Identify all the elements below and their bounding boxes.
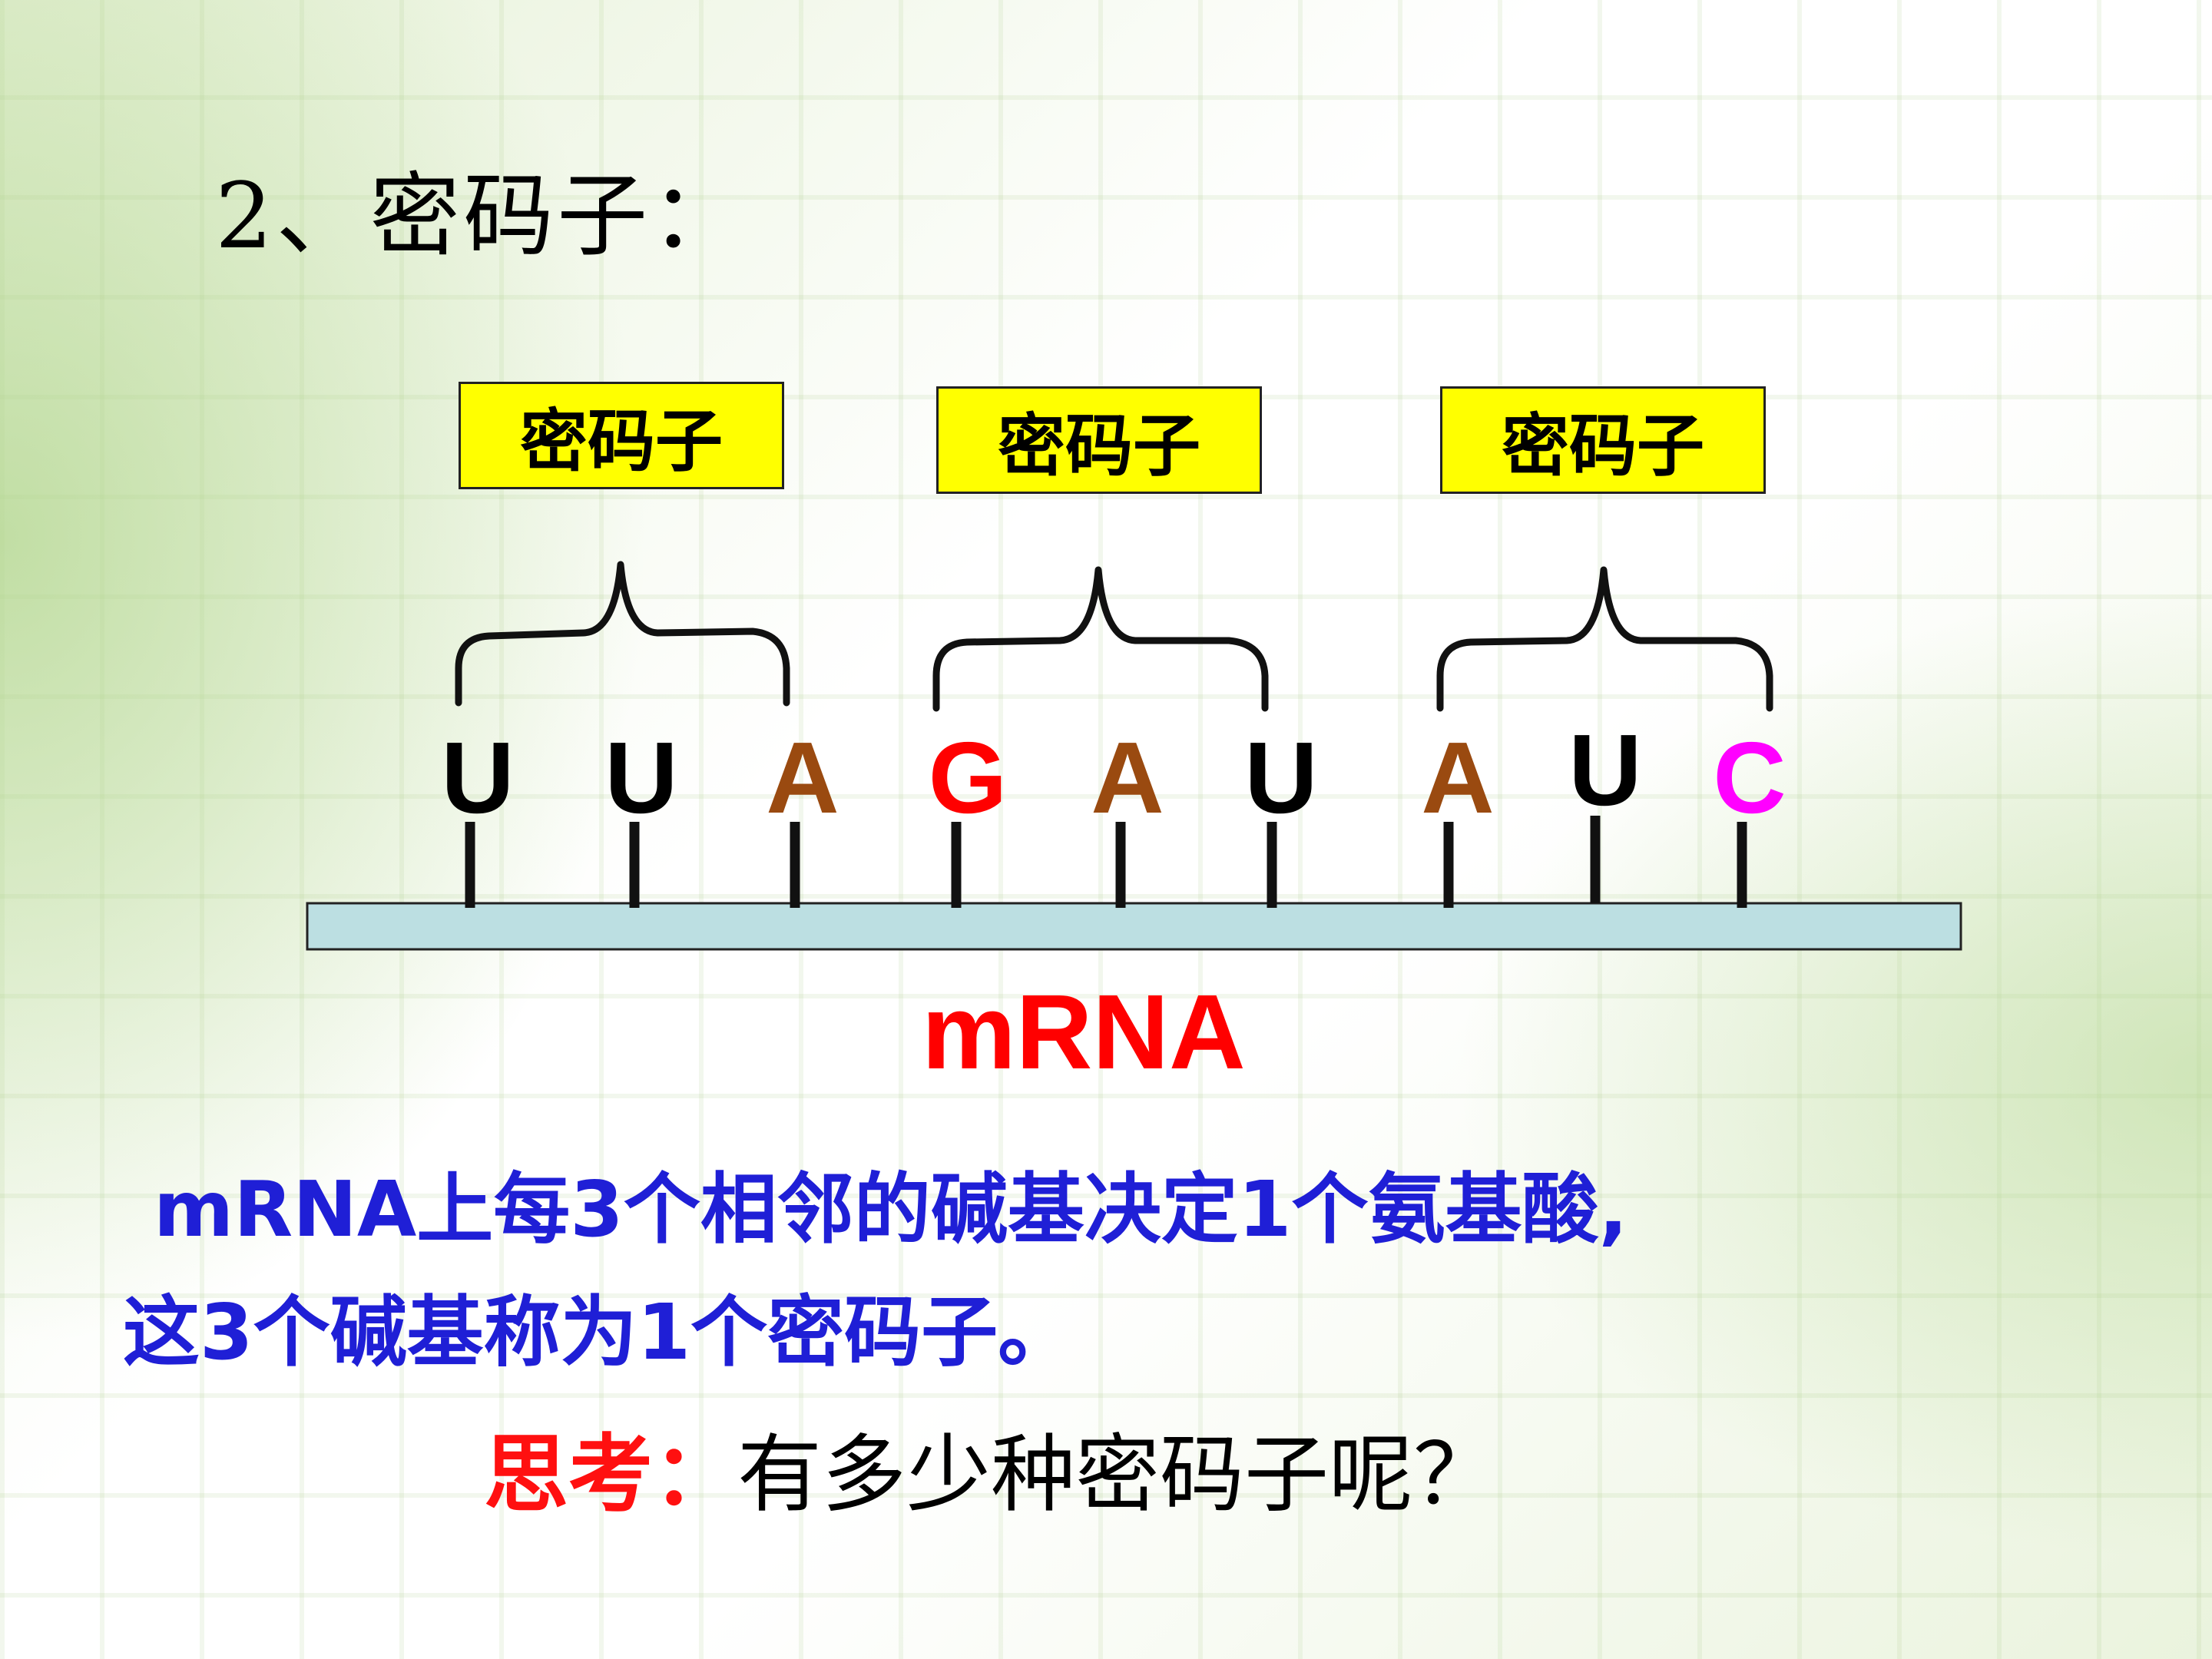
mrna-strand: [306, 902, 1962, 951]
codon-label-box-3: 密码子: [1440, 386, 1766, 494]
base-letter-9: C: [1713, 721, 1786, 834]
description-line-2: 这3个碱基称为1个密码子。: [123, 1287, 1075, 1377]
codon-brace-2: [932, 566, 1269, 712]
base-letter-2: U: [604, 721, 677, 834]
base-letter-4: G: [929, 721, 1008, 834]
codon-label-box-1: 密码子: [459, 382, 784, 489]
description-line-1: mRNA上每3个相邻的碱基决定1个氨基酸,: [154, 1164, 1628, 1254]
think-question: 思考：有多少种密码子呢？: [484, 1406, 1498, 1528]
base-letter-5: A: [1091, 721, 1164, 834]
base-letter-3: A: [766, 721, 839, 834]
base-letter-6: U: [1244, 721, 1317, 834]
codon-brace-1: [455, 561, 790, 707]
codon-label-box-2: 密码子: [936, 386, 1262, 494]
think-prefix: 思考：: [484, 1425, 737, 1524]
mrna-label: mRNA: [922, 973, 1246, 1091]
base-letter-8: U: [1568, 714, 1641, 826]
codon-brace-3: [1436, 566, 1773, 712]
think-question-text: 有多少种密码子呢？: [737, 1426, 1498, 1524]
description-text: mRNA上每3个相邻的碱基决定1个氨基酸, 这3个碱基称为1个密码子。: [123, 1148, 2158, 1394]
slide-heading: 2、密码子：: [215, 163, 745, 269]
base-letter-7: A: [1421, 721, 1494, 834]
base-letter-1: U: [441, 721, 514, 834]
